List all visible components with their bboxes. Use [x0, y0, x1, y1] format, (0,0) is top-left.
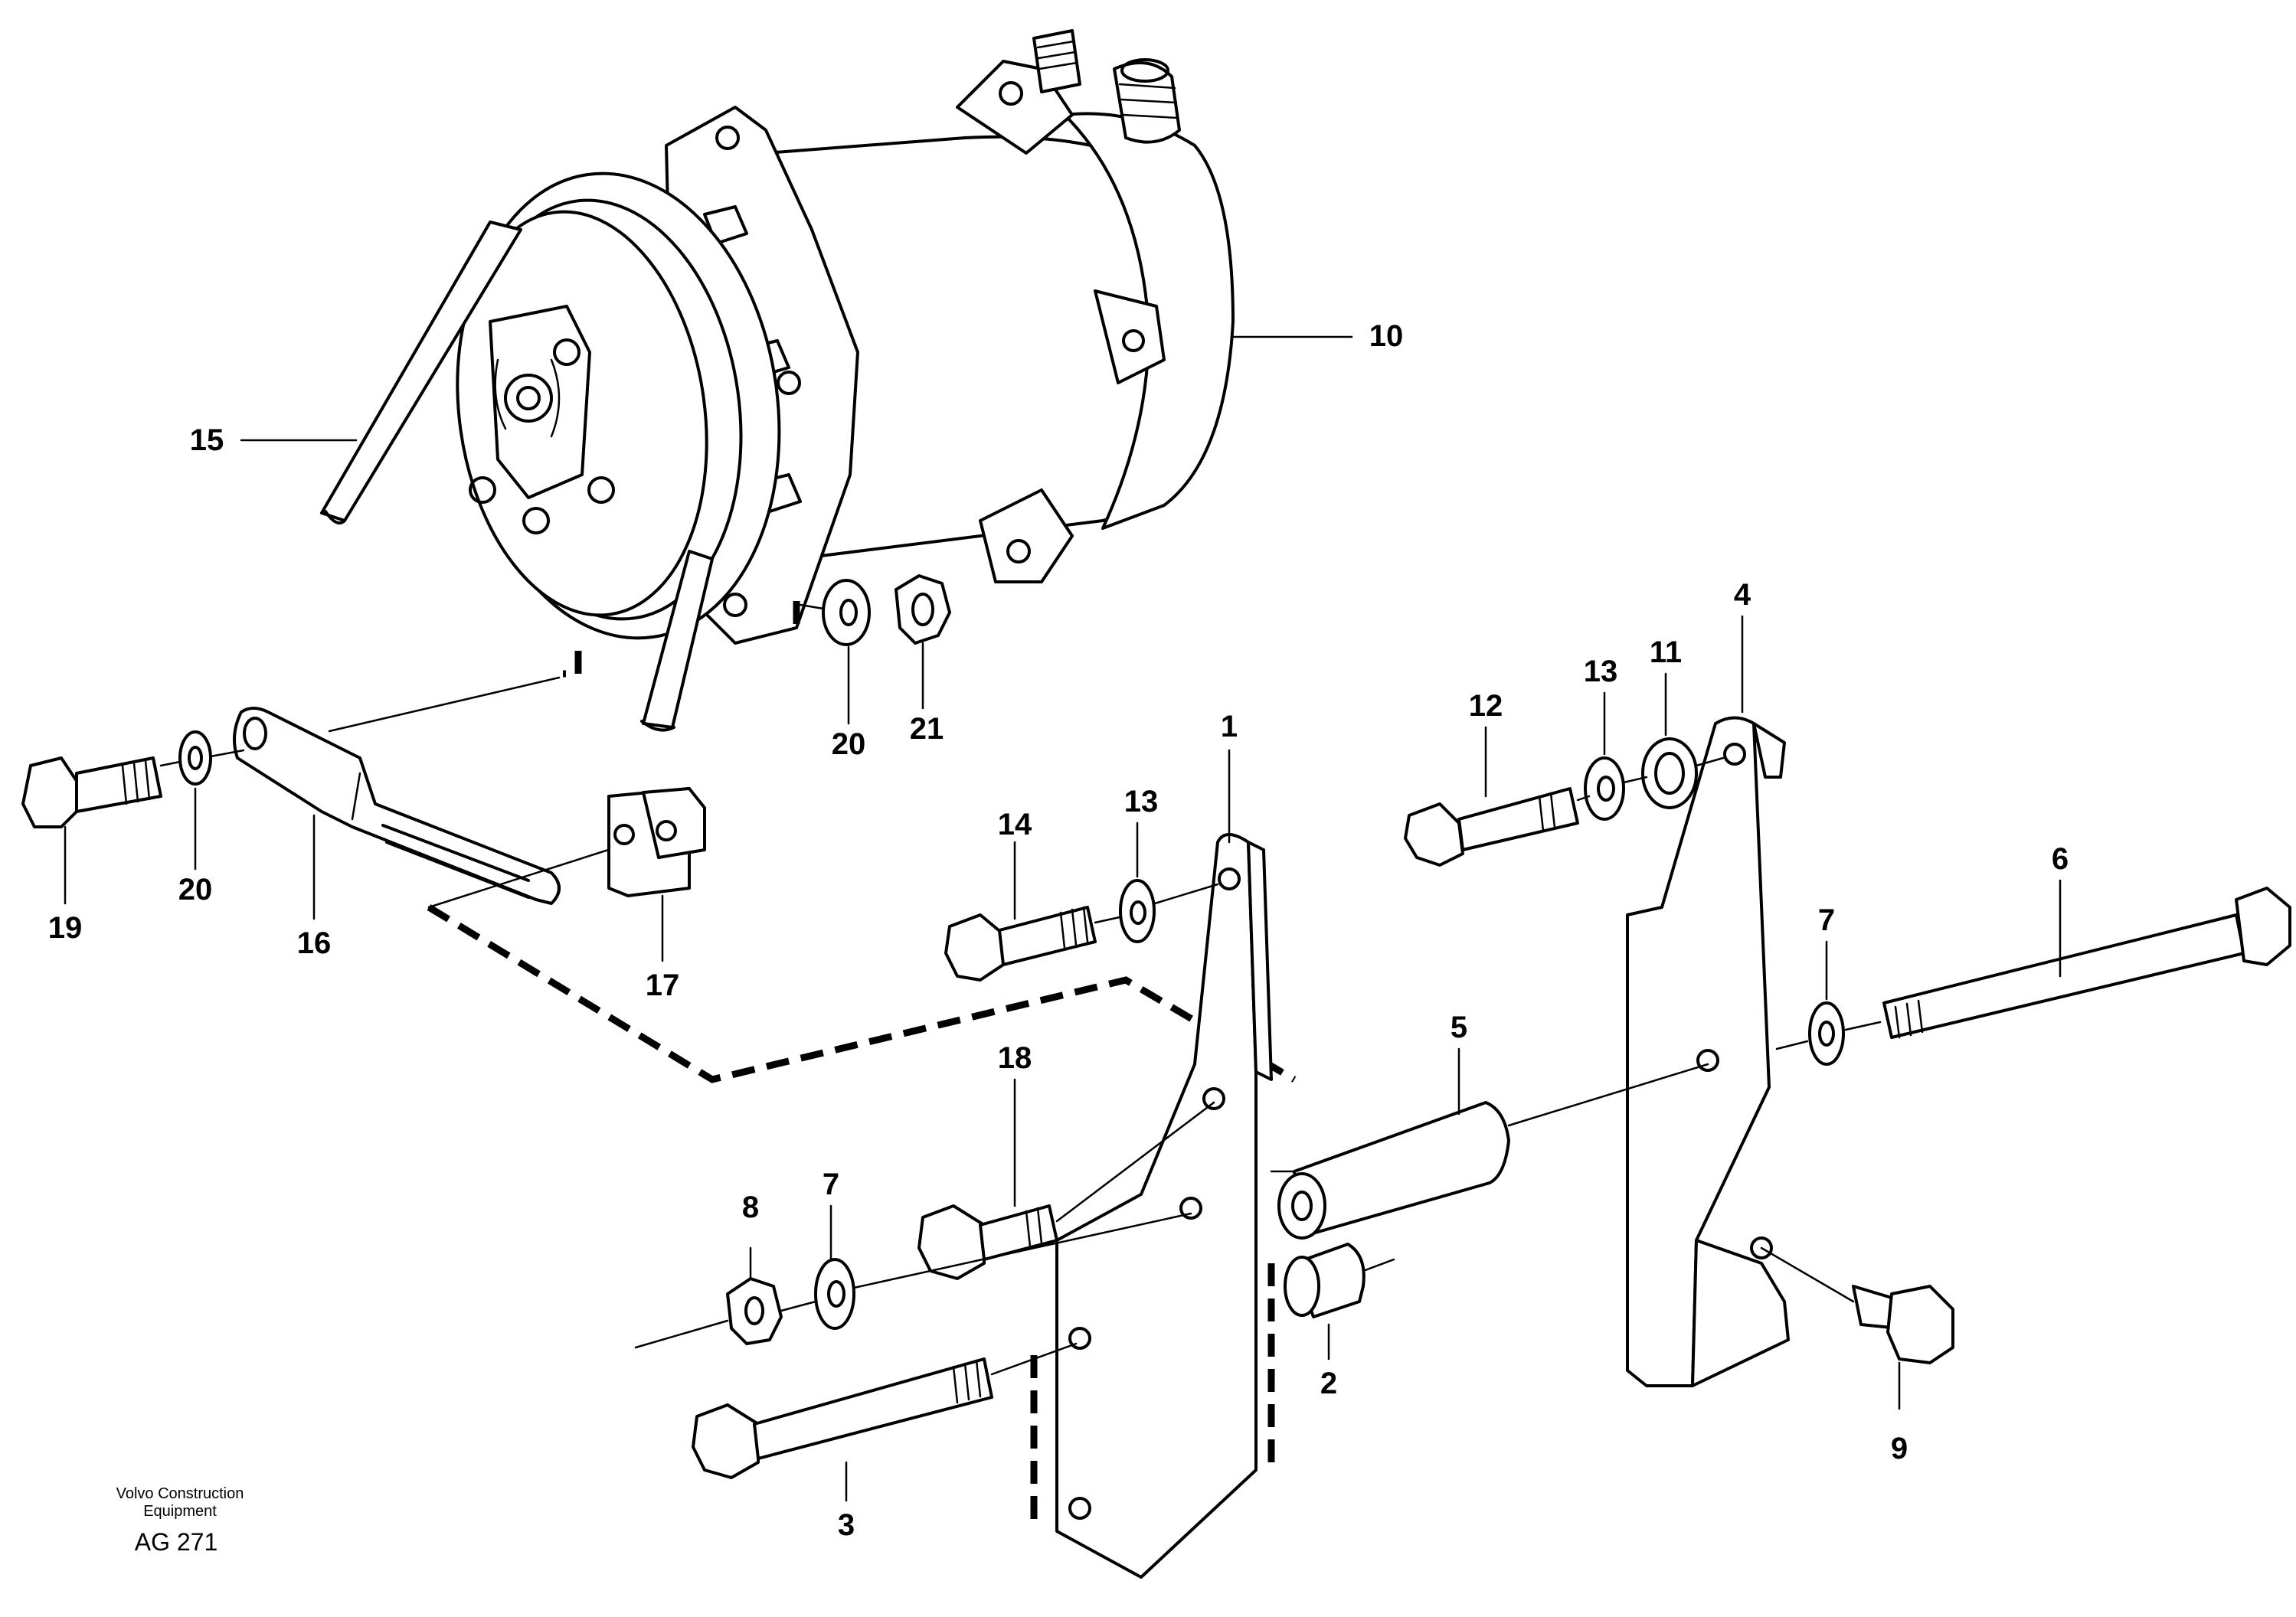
callout-7-left: 7 [823, 1168, 839, 1201]
callout-15: 15 [190, 423, 224, 457]
callout-17: 17 [646, 969, 680, 1002]
callout-1: 1 [1221, 710, 1238, 743]
callout-4: 4 [1734, 578, 1751, 612]
callout-leaders [64, 335, 2062, 1502]
bracket-plate-1 [1055, 833, 1273, 1579]
callout-20-left: 20 [178, 873, 213, 906]
long-bolt-6 [1882, 887, 2291, 1039]
callout-18: 18 [998, 1041, 1032, 1075]
callout-6: 6 [2052, 842, 2069, 876]
callout-21: 21 [910, 712, 944, 746]
callout-13-lower: 13 [1124, 785, 1159, 818]
nut-8 [726, 1277, 783, 1345]
bolt-12 [1404, 787, 1579, 867]
callout-14: 14 [998, 808, 1032, 841]
callout-8: 8 [742, 1191, 759, 1224]
callout-10: 10 [1369, 319, 1404, 353]
callout-19: 19 [48, 911, 83, 945]
washer-13-upper [1584, 756, 1625, 821]
long-bolt-3 [692, 1357, 993, 1479]
callout-20-top: 20 [832, 727, 866, 761]
washer-13-lower [1119, 879, 1156, 943]
callout-labels: 1 2 3 4 5 6 7 7 8 9 10 11 12 13 13 14 15… [48, 319, 2069, 1542]
callout-9: 9 [1891, 1432, 1908, 1465]
spacer-2 [1284, 1243, 1365, 1318]
tube-5 [1277, 1101, 1510, 1240]
callout-2: 2 [1320, 1367, 1337, 1400]
adjusting-bracket [233, 707, 561, 905]
v-belt [320, 220, 714, 732]
bolt-19 [21, 756, 162, 828]
callout-13-upper: 13 [1584, 655, 1618, 688]
bolt-14 [944, 906, 1097, 982]
nut-21 [895, 574, 951, 645]
callout-12: 12 [1469, 689, 1503, 723]
callout-16: 16 [297, 926, 332, 960]
bolt-9 [1852, 1285, 1954, 1364]
spacer-clip [607, 787, 706, 897]
maker-line-2: Equipment [143, 1503, 217, 1520]
callout-5: 5 [1451, 1011, 1467, 1044]
washer-20-left [178, 730, 212, 786]
washer-20-top [822, 579, 871, 646]
callout-3: 3 [838, 1508, 855, 1542]
nut-11 [1641, 737, 1698, 809]
drawing-code: AG 271 [135, 1528, 218, 1556]
footer: Volvo Construction Equipment AG 271 [116, 1485, 244, 1556]
washer-7-right [1808, 1001, 1845, 1066]
washer-7-left [814, 1258, 855, 1330]
compressor [456, 29, 1235, 645]
callout-7-right: 7 [1818, 903, 1835, 937]
bolt-18 [917, 1204, 1058, 1280]
maker-line-1: Volvo Construction [116, 1485, 244, 1502]
bracket-plate-4 [1626, 716, 1790, 1387]
callout-11: 11 [1650, 635, 1682, 669]
